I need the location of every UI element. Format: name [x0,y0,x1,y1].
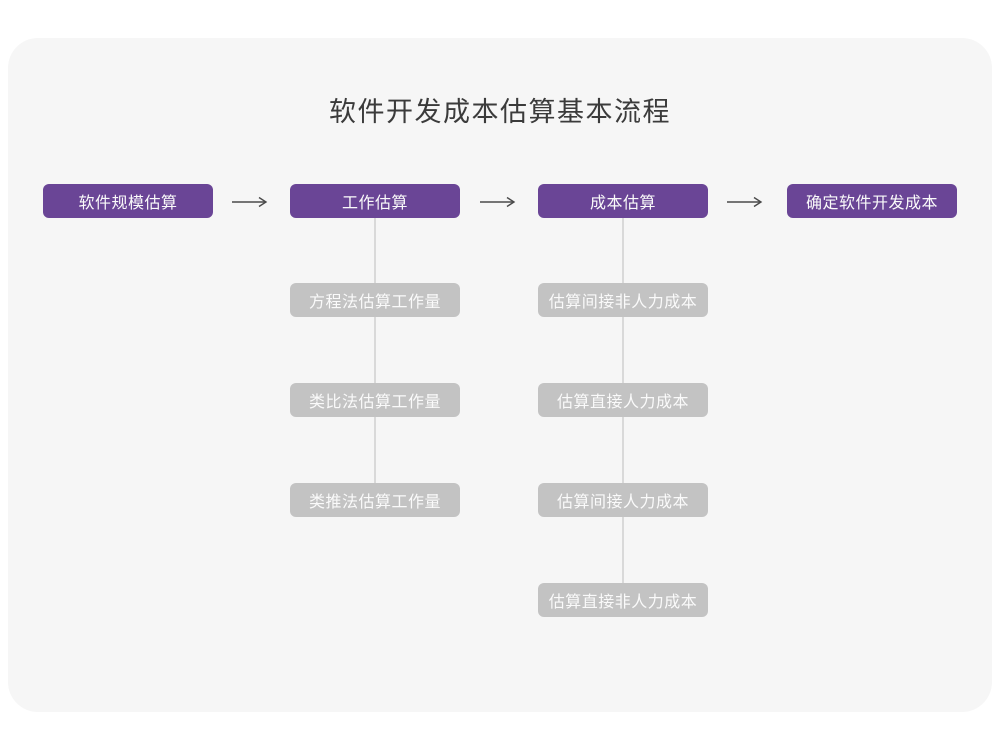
arrow-right-icon [479,195,517,208]
flow-node-work-estimation: 工作估算 [290,184,460,218]
diagram-card [8,38,992,712]
arrow-right-icon [231,195,269,208]
diagram-title: 软件开发成本估算基本流程 [329,97,671,127]
flow-subnode-extrapolation-method: 类推法估算工作量 [290,483,460,517]
flow-subnode-direct-labor-cost: 估算直接人力成本 [538,383,708,417]
flow-node-software-scale-estimation: 软件规模估算 [43,184,213,218]
flow-subnode-direct-nonlabor-cost: 估算直接非人力成本 [538,583,708,617]
flow-node-cost-estimation: 成本估算 [538,184,708,218]
flow-node-determine-development-cost: 确定软件开发成本 [787,184,957,218]
arrow-right-icon [726,195,764,208]
connector-work-column [374,218,376,483]
flow-subnode-equation-method: 方程法估算工作量 [290,283,460,317]
flow-subnode-indirect-labor-cost: 估算间接人力成本 [538,483,708,517]
flow-subnode-analogy-method: 类比法估算工作量 [290,383,460,417]
flow-subnode-indirect-nonlabor-cost: 估算间接非人力成本 [538,283,708,317]
